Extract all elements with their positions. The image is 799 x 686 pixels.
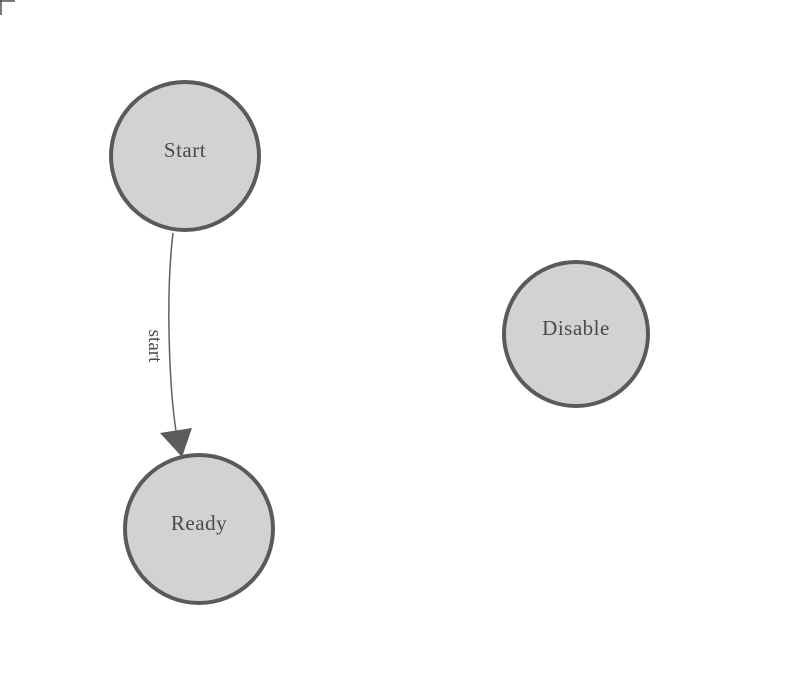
edge-arrowhead-icon	[160, 428, 192, 457]
node-start[interactable]: Start	[109, 80, 261, 232]
node-disable[interactable]: Disable	[502, 260, 650, 408]
node-ready-label: Ready	[170, 510, 228, 535]
node-ready[interactable]: Ready	[123, 453, 275, 605]
edge-start-ready-label: start	[144, 329, 165, 363]
node-start-label: Start	[163, 137, 207, 162]
node-disable-label: Disable	[542, 315, 610, 340]
edge-start-ready[interactable]	[168, 232, 177, 432]
paper-origin-mark	[0, 0, 15, 15]
